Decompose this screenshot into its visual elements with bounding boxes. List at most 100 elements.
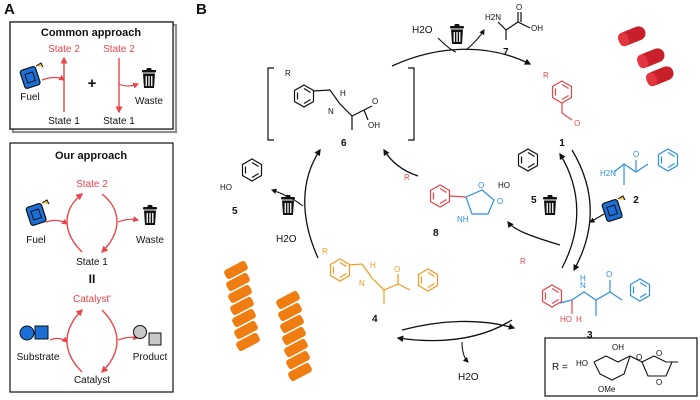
compound-label-6: 6	[341, 138, 347, 149]
atom-label: N	[580, 281, 586, 290]
compound-5-left: HO 5 H2O	[220, 148, 321, 259]
common-fuel-arrow	[41, 74, 66, 81]
benzene-ring	[417, 268, 439, 292]
compound-7: H2N O OH 7	[485, 3, 543, 58]
atom-label: OH	[368, 121, 380, 130]
substrate-circle-icon	[19, 325, 35, 341]
panel-label-a: A	[4, 1, 15, 18]
benzene-ring	[241, 158, 263, 182]
red-fiber-segment	[616, 24, 648, 48]
compound-8: R O NH O 8	[404, 173, 503, 239]
our-fuel-arrow	[45, 218, 68, 225]
water-out-arrow	[461, 341, 469, 363]
substrate-square-icon	[34, 325, 49, 340]
red-fibers	[616, 24, 676, 88]
atom-label: H2N	[485, 13, 501, 22]
compound-1: R O 1	[543, 71, 580, 149]
plus-sign: +	[88, 75, 97, 92]
atom-label: O	[636, 353, 642, 362]
trash-can-icon-right	[543, 195, 557, 215]
common-approach-box: Common approach State 2 State 2 Fuel + W…	[9, 21, 178, 134]
common-state1-right: State 1	[103, 116, 135, 127]
water-in-arrow-top	[437, 37, 457, 53]
atom-label: R	[520, 257, 526, 266]
atom-label: HO	[220, 183, 232, 192]
common-state2-right: State 2	[103, 44, 135, 55]
trash-can-icon-left	[281, 195, 295, 215]
atom-label: O	[372, 97, 378, 106]
arrow-3-to-8	[507, 220, 561, 246]
substrate-arrow	[49, 336, 68, 343]
common-waste-arrow	[118, 82, 140, 89]
atom-label: R	[543, 71, 549, 80]
compound-2: H2N O 2	[600, 148, 679, 206]
benzene-ring	[517, 148, 539, 172]
compound-label-4: 4	[372, 314, 378, 325]
left-bracket	[267, 67, 274, 141]
product-label: Product	[133, 352, 168, 363]
atom-label: H	[340, 89, 346, 98]
red-fiber-segment	[644, 64, 676, 88]
common-state2-left: State 2	[48, 44, 80, 55]
release-5-left-arrow	[270, 188, 304, 207]
atom-label: H	[580, 274, 586, 283]
benzene-ring	[551, 80, 573, 104]
equilibrium-1-3	[559, 149, 626, 272]
catalyst-label: Catalyst	[74, 375, 110, 386]
equivalence-sign: II	[89, 272, 96, 286]
water-top: H2O	[412, 25, 433, 36]
atom-label: O	[656, 349, 662, 358]
catalysis-right-arc	[101, 309, 118, 373]
water-left: H2O	[276, 234, 297, 245]
compound-label-8: 8	[433, 228, 439, 239]
right-bracket	[408, 67, 415, 141]
atom-label: HO	[560, 315, 572, 324]
atom-label: H2N	[600, 169, 616, 178]
arrow-1-to-3	[571, 149, 591, 272]
compound-3: R N H HO H O 3	[520, 257, 651, 341]
arrow-4-to-3	[401, 320, 516, 331]
arrow-3-to-1	[559, 152, 578, 269]
trash-can-icon	[142, 68, 156, 88]
equilibrium-3-4: H2O	[396, 319, 516, 383]
our-approach-title: Our approach	[55, 150, 127, 162]
our-approach-box: Our approach State 2 Fuel Waste State 1 …	[9, 142, 174, 393]
common-waste-label: Waste	[135, 96, 163, 107]
atom-label: R	[322, 247, 328, 256]
compound-label-3: 3	[587, 330, 593, 341]
panel-label-b: B	[196, 1, 207, 18]
benzene-ring	[329, 258, 351, 282]
atom-label: R	[404, 173, 410, 182]
compound-label-5a: 5	[232, 206, 238, 217]
r-definition-label: R =	[552, 362, 568, 373]
our-state2: State 2	[76, 179, 108, 190]
benzene-ring	[629, 278, 651, 302]
trash-can-icon-top	[450, 24, 464, 44]
fuel-in-arrow	[589, 213, 605, 223]
atom-label: O	[394, 265, 400, 274]
product-circle-icon	[133, 325, 147, 339]
atom-label: H	[576, 315, 582, 324]
water-bottom: H2O	[458, 372, 479, 383]
atom-label: OMe	[598, 385, 616, 394]
release-7-arrow	[465, 29, 485, 51]
common-approach-title: Common approach	[41, 27, 142, 39]
atom-label: R	[285, 69, 291, 78]
compound-6: R H N O OH 6	[267, 67, 415, 149]
fuel-can-icon-b	[601, 195, 626, 223]
product-square-icon	[148, 332, 162, 346]
our-trash-can-icon	[143, 205, 157, 225]
our-state1: State 1	[76, 257, 108, 268]
atom-label: O	[574, 119, 580, 128]
atom-label: O	[633, 150, 639, 159]
atom-label: HO	[498, 181, 510, 190]
benzene-ring	[541, 284, 563, 308]
arrow-8-to-6	[383, 148, 419, 177]
arrow-3-to-4	[396, 319, 513, 342]
our-cycle-right-arc	[101, 193, 118, 253]
common-fuel-label: Fuel	[20, 92, 39, 103]
catalyst-prime-label: Catalyst'	[73, 294, 111, 305]
hydrolysis-top: H2O	[391, 24, 532, 67]
atom-label: N	[328, 107, 334, 116]
